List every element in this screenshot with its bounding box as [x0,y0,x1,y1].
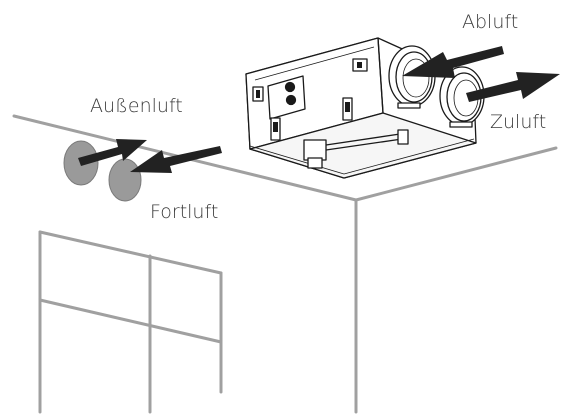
exhaust-air-arrow [402,46,504,78]
discharge-air-arrow [130,146,222,173]
outdoor-air-arrow [78,139,147,166]
label-discharge-air: Fortluft [150,201,218,223]
supply-air-arrow [466,72,560,102]
discharge-air-opening [108,158,142,202]
ventilation-unit [245,37,485,179]
label-supply-air: Zuluft [490,111,546,133]
condensate-drain [303,129,409,169]
window-frame [38,230,223,414]
panel-knob-bottom [285,94,297,106]
airflow-arrows [78,46,560,173]
panel-knob-top [284,81,296,93]
ceiling-edge-right [354,146,558,202]
label-exhaust-air: Abluft [462,11,518,33]
label-outdoor-air: Außenluft [90,95,183,117]
